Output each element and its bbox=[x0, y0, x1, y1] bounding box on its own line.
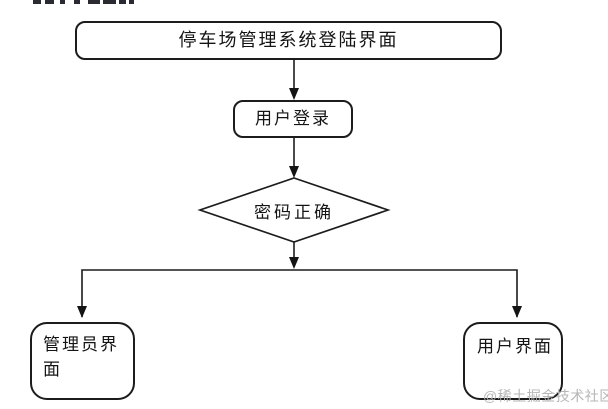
node-password-check-label: 密码正确 bbox=[254, 202, 334, 222]
arrowhead-down-icon bbox=[289, 166, 299, 178]
node-admin-interface-label: 管理员界面 bbox=[43, 335, 119, 379]
node-login-screen-label: 停车场管理系统登陆界面 bbox=[178, 30, 399, 51]
node-user-login-label: 用户登录 bbox=[255, 108, 331, 128]
arrowhead-down-icon bbox=[512, 306, 522, 318]
branch-bar bbox=[81, 269, 518, 317]
node-user-interface: 用户界面 bbox=[463, 322, 563, 400]
decision-diamond-shape bbox=[197, 177, 391, 243]
arrowhead-down-icon bbox=[289, 88, 299, 100]
node-user-login: 用户登录 bbox=[233, 100, 353, 138]
arrowhead-down-icon bbox=[289, 257, 299, 269]
node-password-check: 密码正确 bbox=[204, 194, 384, 226]
node-user-interface-label: 用户界面 bbox=[477, 337, 553, 356]
node-admin-interface: 管理员界面 bbox=[30, 322, 135, 400]
node-login-screen: 停车场管理系统登陆界面 bbox=[75, 21, 502, 60]
watermark: @稀土掘金技术社区 bbox=[483, 388, 608, 404]
arrowhead-down-icon bbox=[77, 306, 87, 318]
